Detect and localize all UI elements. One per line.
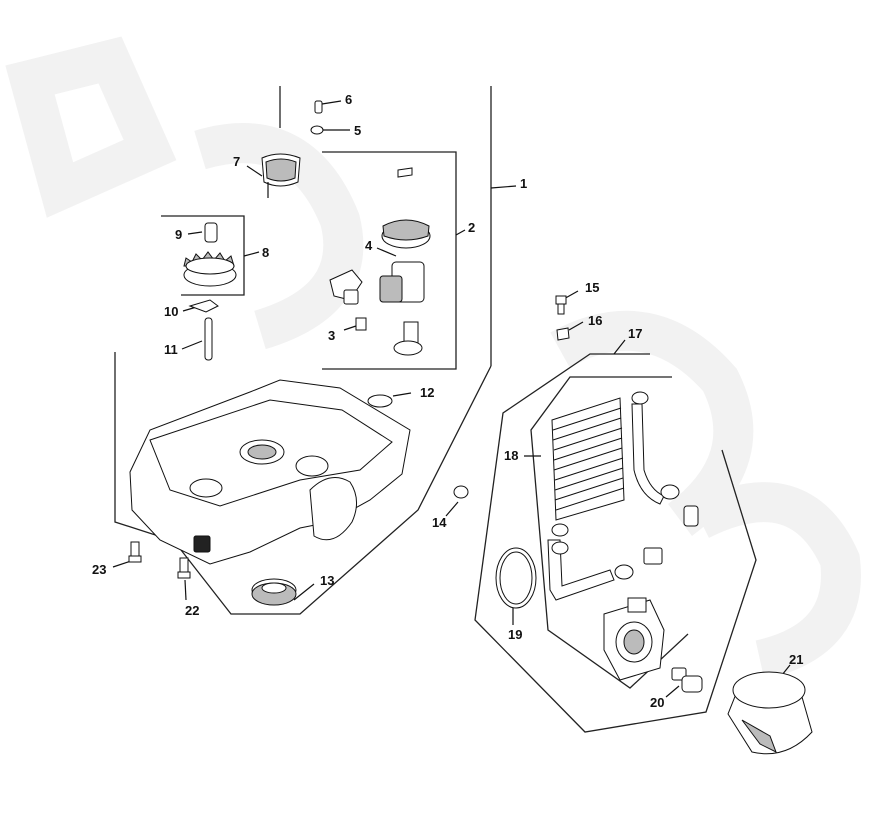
label-1: 1 [520,176,527,191]
label-4: 4 [365,238,373,253]
pump-assembly-frame [322,151,457,370]
leader-lines [112,100,791,698]
label-10: 10 [164,304,178,319]
part-labels: 1 2 3 4 5 6 7 8 9 10 11 12 13 14 15 16 1… [92,92,803,710]
cooler-kit-frame [474,353,757,733]
part-22-bolt [177,557,191,579]
filter-adapter [603,597,665,681]
part-15-fitting [555,295,567,315]
label-6: 6 [345,92,352,107]
part-21-oil-filter [727,671,813,755]
oil-pan-frame [114,352,492,615]
label-19: 19 [508,627,522,642]
part-2-oil-pump [329,167,431,356]
part-13-seal [251,578,297,606]
label-5: 5 [354,123,361,138]
watermark [5,36,861,680]
part-18-oil-cooler [551,397,625,521]
part-12-o-ring [367,394,393,408]
part-14-plug [453,485,469,499]
label-9: 9 [175,227,182,242]
label-12: 12 [420,385,434,400]
label-7: 7 [233,154,240,169]
label-21: 21 [789,652,803,667]
oil-pan-body [129,379,411,565]
label-22: 22 [185,603,199,618]
part-10-plate [188,299,219,313]
label-14: 14 [432,515,447,530]
part-9-bushing [204,222,218,243]
part-6-pin [314,100,323,114]
label-15: 15 [585,280,599,295]
cooler-subframe [530,376,689,689]
part-7-strainer [261,153,301,198]
label-3: 3 [328,328,335,343]
label-13: 13 [320,573,334,588]
cooler-hoses [547,391,699,601]
part-16-clip [556,327,570,341]
label-23: 23 [92,562,106,577]
label-16: 16 [588,313,602,328]
part-23-bolt [128,541,142,563]
part-20-nipple [671,667,703,693]
label-17: 17 [628,326,642,341]
part-11-shaft [204,317,213,361]
part-8-gear [183,251,237,287]
label-18: 18 [504,448,518,463]
label-8: 8 [262,245,269,260]
label-2: 2 [468,220,475,235]
part-5-washer [310,125,324,135]
label-20: 20 [650,695,664,710]
label-11: 11 [164,342,178,357]
